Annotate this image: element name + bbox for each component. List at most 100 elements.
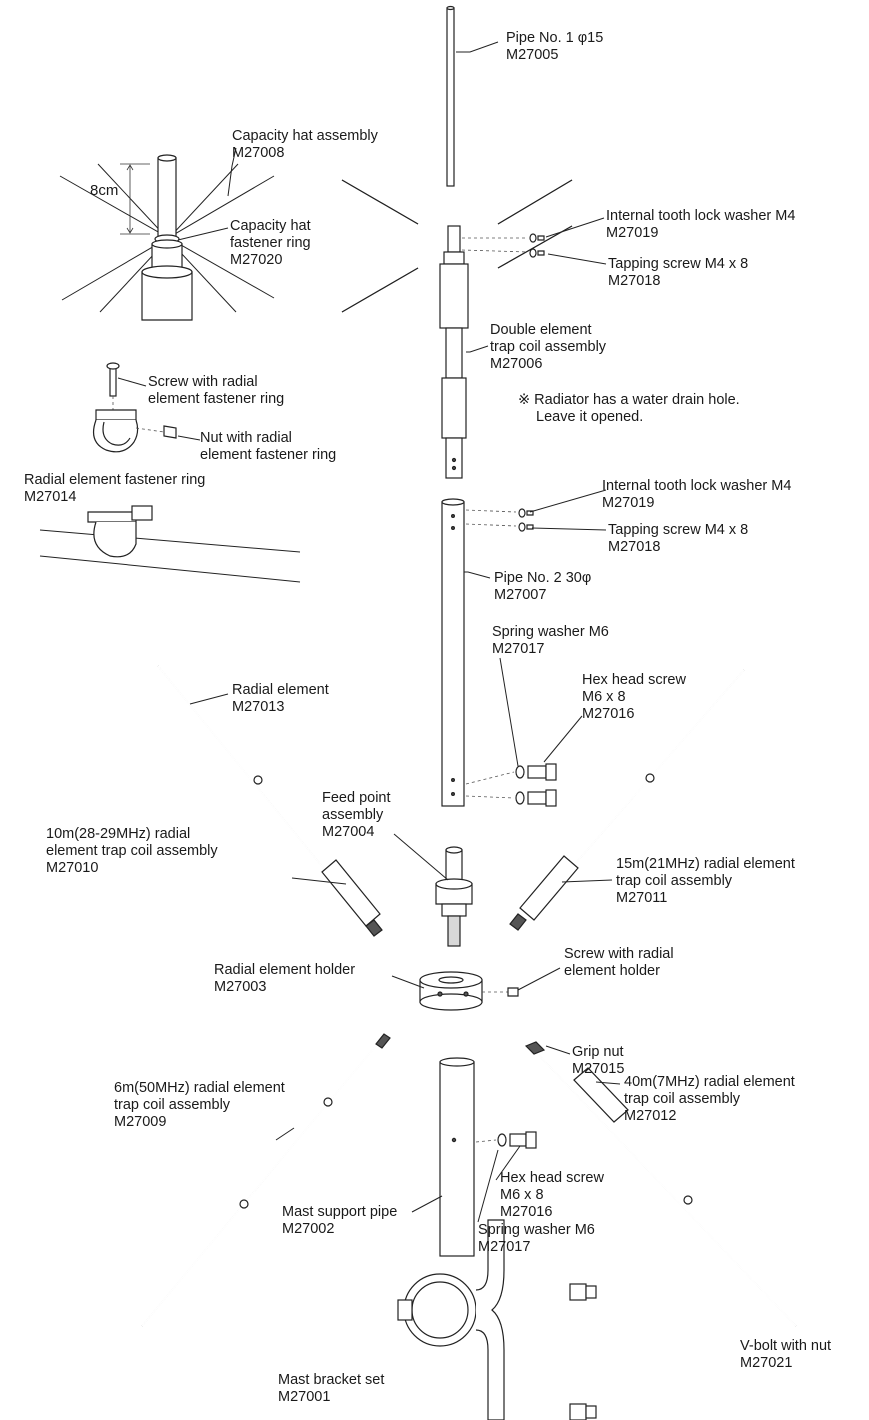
label-line: ※ Radiator has a water drain hole. — [518, 392, 740, 408]
label-line: Hex head screw — [500, 1170, 604, 1186]
label-line: M27019 — [606, 225, 659, 241]
label-line: Hex head screw — [582, 672, 686, 688]
label-line: M27019 — [602, 495, 655, 511]
label-mast-support: Mast support pipe M27002 — [282, 1204, 397, 1238]
label-line: Tapping screw M4 x 8 — [608, 522, 749, 538]
radial-6m-left — [141, 1033, 391, 1327]
label-line: Spring washer M6 — [478, 1222, 595, 1238]
label-line: M27002 — [282, 1221, 335, 1237]
capacity-hat-inset — [59, 154, 275, 321]
label-tapping-screw-mid: Tapping screw M4 x 8 M27018 — [608, 522, 748, 556]
label-hex-screw-top: Hex head screw M6 x 8 M27016 — [582, 672, 686, 723]
label-line: M27005 — [506, 47, 559, 63]
label-line: Radial element fastener ring — [24, 472, 206, 488]
pipe-no1 — [446, 5, 455, 187]
label-line: Double element — [490, 322, 592, 338]
radial-element-left-upper — [157, 665, 383, 937]
mast-bracket-set — [397, 1219, 505, 1420]
label-line: trap coil assembly — [624, 1091, 741, 1107]
label-line: M27008 — [232, 145, 285, 161]
label-line: Leave it opened. — [536, 409, 644, 425]
pipe2-bottom-screws — [465, 763, 557, 807]
label-line: element fastener ring — [148, 391, 285, 407]
label-line: V-bolt with nut — [740, 1338, 832, 1354]
label-line: M27021 — [740, 1355, 793, 1371]
label-tapping-screw-top: Tapping screw M4 x 8 M27018 — [608, 256, 748, 290]
label-line: Radial element holder — [214, 962, 356, 978]
label-line: Spring washer M6 — [492, 624, 609, 640]
label-line: M27009 — [114, 1114, 167, 1130]
label-line: M27017 — [478, 1239, 531, 1255]
label-line: M27018 — [608, 539, 661, 555]
label-line: Capacity hat assembly — [232, 128, 378, 144]
label-line: Radial element — [232, 682, 329, 698]
label-feed-point: Feed point assembly M27004 — [322, 790, 391, 841]
label-line: 15m(21MHz) radial element — [616, 856, 795, 872]
label-screw-radial-holder: Screw with radial element holder — [564, 946, 674, 980]
radial-element-holder — [419, 971, 519, 1011]
label-radial-element: Radial element M27013 — [232, 682, 329, 716]
label-pipe-no2: Pipe No. 2 30φ M27007 — [494, 570, 591, 604]
label-line: M27011 — [616, 890, 668, 906]
label-line: Pipe No. 1 φ15 — [506, 30, 604, 46]
label-line: M27003 — [214, 979, 267, 995]
label-line: M27016 — [582, 706, 635, 722]
radial-40m-right — [524, 1041, 797, 1327]
label-line: M27014 — [24, 489, 77, 505]
label-line: Feed point — [322, 790, 391, 806]
double-trap-coil — [439, 225, 469, 479]
pipe2-top-screws — [465, 508, 534, 532]
label-line: M27015 — [572, 1061, 625, 1077]
label-v-bolt: V-bolt with nut M27021 — [740, 1338, 831, 1372]
label-lock-washer-top: Internal tooth lock washer M4 M27019 — [606, 208, 795, 242]
label-line: Grip nut — [572, 1044, 624, 1060]
label-line: M27004 — [322, 824, 375, 840]
label-line: 40m(7MHz) radial element — [624, 1074, 795, 1090]
label-line: Nut with radial — [200, 430, 292, 446]
label-line: M27016 — [500, 1204, 553, 1220]
radial-element-right-upper — [509, 669, 745, 931]
label-radial-holder: Radial element holder M27003 — [214, 962, 355, 996]
label-line: Mast support pipe — [282, 1204, 398, 1220]
label-line: M27013 — [232, 699, 285, 715]
label-line: element trap coil assembly — [46, 843, 218, 859]
label-line: M6 x 8 — [500, 1187, 544, 1203]
pipe-no2 — [441, 498, 465, 807]
label-line: Tapping screw M4 x 8 — [608, 256, 749, 272]
label-line: Internal tooth lock washer M4 — [606, 208, 796, 224]
label-line: assembly — [322, 807, 384, 823]
mast-support-pipe — [439, 1057, 537, 1257]
label-line: M27018 — [608, 273, 661, 289]
label-line: element fastener ring — [200, 447, 337, 463]
label-lock-washer-mid: Internal tooth lock washer M4 M27019 — [602, 478, 791, 512]
label-line: 6m(50MHz) radial element — [114, 1080, 285, 1096]
label-pipe-no1: Pipe No. 1 φ15 M27005 — [506, 30, 603, 64]
label-line: trap coil assembly — [616, 873, 733, 889]
v-bolt — [569, 1283, 725, 1420]
label-line: M27007 — [494, 587, 547, 603]
label-trap-6m: 6m(50MHz) radial element trap coil assem… — [114, 1080, 285, 1131]
label-nut-radial-ring: Nut with radial element fastener ring — [200, 430, 336, 464]
label-line: element holder — [564, 963, 660, 979]
label-mast-bracket: Mast bracket set M27001 — [278, 1372, 384, 1406]
label-line: M27001 — [278, 1389, 331, 1405]
feed-point-assembly — [435, 846, 473, 947]
label-line: M27012 — [624, 1108, 677, 1124]
label-line: 10m(28-29MHz) radial — [46, 826, 191, 842]
label-capacity-hat: Capacity hat assembly M27008 — [232, 128, 378, 162]
label-line: M6 x 8 — [582, 689, 626, 705]
label-radial-ring: Radial element fastener ring M27014 — [24, 472, 205, 506]
label-line: trap coil assembly — [490, 339, 607, 355]
label-trap-10m: 10m(28-29MHz) radial element trap coil a… — [46, 826, 218, 877]
radial-fastener-ring-inset — [39, 362, 301, 583]
label-line: trap coil assembly — [114, 1097, 231, 1113]
label-double-trap: Double element trap coil assembly M27006 — [490, 322, 606, 373]
label-line: Screw with radial — [148, 374, 258, 390]
label-line: M27010 — [46, 860, 99, 876]
label-screw-radial-ring: Screw with radial element fastener ring — [148, 374, 284, 408]
label-line: M27020 — [230, 252, 283, 268]
label-line: M27006 — [490, 356, 543, 372]
label-grip-nut: Grip nut M27015 — [572, 1044, 624, 1078]
label-capacity-hat-ring: Capacity hat fastener ring M27020 — [230, 218, 311, 269]
